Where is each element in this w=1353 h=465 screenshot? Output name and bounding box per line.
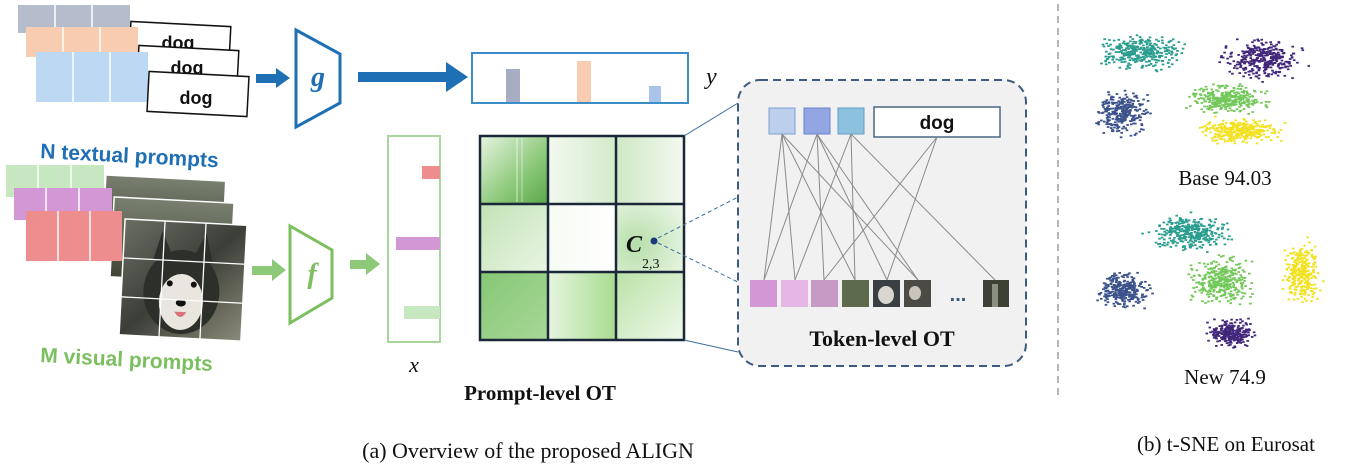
text-token-3 [837, 107, 865, 135]
y-bar-1 [506, 69, 520, 102]
token-word: dog [920, 113, 955, 134]
tsne-base-cluster-green [1185, 83, 1271, 115]
g-symbol: g [310, 62, 325, 93]
g-to-y-arrow [358, 62, 468, 92]
x-bar-3 [404, 306, 440, 319]
visual-prompt-card-front [26, 211, 122, 261]
y-label: y [704, 64, 717, 90]
cost-cell-3-2 [548, 272, 616, 340]
tsne-new-cluster-green [1187, 254, 1254, 306]
f-to-x-arrow [350, 253, 380, 275]
prompt-level-ot-grid: C 2,3 Prompt-level OT [464, 134, 686, 405]
cost-point-c23 [650, 237, 658, 245]
tsne-new-cluster-teal [1141, 211, 1234, 253]
y-bar-2 [577, 61, 591, 102]
y-bar-3 [649, 86, 661, 102]
token-panel-frame [737, 79, 1027, 367]
tsne-base-cluster-yellow [1198, 115, 1287, 145]
cost-cell-1-1 [480, 136, 548, 204]
tsne-base-label: Base 94.03 [1178, 166, 1271, 190]
text-encoder-g: g [294, 27, 342, 130]
visual-token-1 [750, 280, 777, 307]
tsne-new-cluster-navy [1096, 271, 1154, 310]
cost-symbol: C [626, 232, 643, 258]
dog-photo-front [118, 218, 248, 342]
visual-prompts-label: M visual prompts [40, 344, 214, 376]
tsne-plot-new [1096, 211, 1325, 349]
tsne-base-cluster-purple [1218, 38, 1311, 83]
zoom-connector-lines [657, 102, 747, 353]
text-feature-y: y [471, 52, 717, 104]
cost-subscript: 2,3 [642, 257, 660, 272]
prompt-level-ot-title: Prompt-level OT [464, 381, 616, 405]
cost-cell-3-1 [480, 272, 548, 340]
tsne-base-cluster-navy [1095, 89, 1152, 139]
visual-to-f-arrow [252, 259, 286, 281]
text-token-word-box [873, 106, 1001, 138]
visual-token-3 [811, 280, 838, 307]
text-to-g-arrow [256, 68, 290, 88]
text-token-1 [768, 107, 796, 135]
f-symbol: f [307, 259, 319, 290]
cost-cell-2-1 [480, 204, 548, 272]
visual-encoder-f: f [288, 223, 334, 326]
caption-tsne: (b) t-SNE on Eurosat [1137, 432, 1315, 456]
visual-token-4 [842, 280, 869, 307]
token-ellipsis: ... [950, 284, 967, 306]
visual-feature-x: x [387, 135, 441, 377]
textual-prompt-stack: dog dog dog N textual prompts [18, 5, 250, 172]
visual-token-2 [781, 280, 808, 307]
cost-cell-1-3 [616, 136, 684, 204]
x-bar-1 [422, 166, 440, 179]
visual-prompt-stack: M visual prompts [6, 165, 248, 376]
token-level-ot-panel: dog ... Token-level OT [737, 79, 1027, 367]
tsne-plot-base [1095, 34, 1311, 145]
token-level-ot-title: Token-level OT [809, 326, 955, 351]
cost-cell-2-2 [548, 204, 616, 272]
x-label: x [408, 352, 419, 377]
cost-cell-1-2 [548, 136, 616, 204]
token-transport-lines [763, 133, 996, 281]
tsne-new-label: New 74.9 [1184, 365, 1266, 389]
tsne-new-cluster-purple [1205, 317, 1257, 349]
tsne-base-cluster-teal [1100, 34, 1186, 73]
caption-overview: (a) Overview of the proposed ALIGN [362, 438, 694, 463]
cost-cell-2-3 [616, 204, 684, 272]
cost-cell-3-3 [616, 272, 684, 340]
tsne-new-cluster-yellow [1281, 236, 1325, 303]
text-token-2 [803, 107, 831, 135]
text-prompt-word-front: dog [180, 88, 213, 108]
text-prompt-card-front [36, 52, 148, 102]
x-bar-2 [396, 237, 440, 250]
